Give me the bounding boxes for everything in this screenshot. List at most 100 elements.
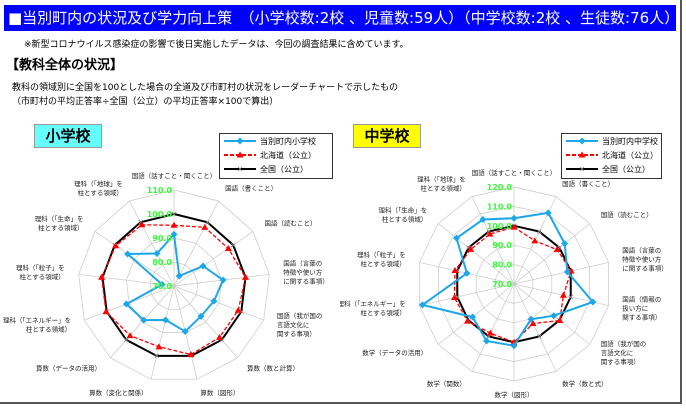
diamond-marker	[561, 240, 569, 248]
legend-item: 当別町内中学校	[562, 134, 661, 148]
grid-spoke	[173, 285, 264, 321]
diamond-marker	[124, 250, 132, 258]
triangle-marker	[463, 317, 471, 324]
axis-label: 国語（言葉の特徴や使い方に関する事項）	[283, 259, 329, 286]
grid-spoke	[471, 196, 515, 285]
diamond-marker	[469, 313, 477, 321]
axis-label-line: 柱とする領域）	[360, 308, 405, 317]
diamond-marker	[463, 269, 471, 277]
legend-item: 全国（公立）	[562, 162, 661, 176]
radar-svg: 国語（話すこと・聞くこと）国語（書くこと）国語（読むこと）国語（言葉の特徴や使い…	[3, 171, 329, 397]
grid-spoke	[94, 231, 175, 287]
axis-label: 国語（話すこと・聞くこと）	[472, 168, 557, 177]
axis-label: 国語（情報の扱い方に関する事項）	[622, 295, 661, 322]
axis-label: 算数（データの活用）	[36, 363, 101, 372]
axis-label-line: 柱とする領域）	[421, 183, 466, 192]
section-title: 【教科全体の状況】	[6, 58, 124, 73]
axis-label-line: 柱とする領域）	[19, 272, 64, 281]
series-diamond	[122, 230, 227, 335]
tick-label: 70.0	[152, 282, 172, 291]
axis-label: 国語（我が国の言語文化に関する事項）	[601, 339, 647, 366]
diamond-marker	[158, 281, 166, 289]
axis-label-line: 算数（数と計算）	[247, 363, 299, 372]
grid-spoke	[419, 283, 515, 306]
junior-high-radar-chart: 中学校 当別町内中学校北海道（公立）全国（公立） 国語（話すこと・聞くこと）国語…	[338, 118, 686, 403]
axis-label-line: 柱とする領域）	[26, 325, 71, 334]
series-diamond	[418, 209, 597, 350]
note-text: ※新型コロナウイルス感染症の影響で後日実施したデータは、今回の調査結果に含めてい…	[24, 40, 409, 50]
axis-label-line: 柱とする領域）	[38, 223, 83, 232]
triangle-marker	[559, 291, 567, 298]
axis-label: 数学（データの活用）	[362, 348, 427, 357]
axis-label-line: に関する事項）	[622, 263, 668, 272]
triangle-marker	[236, 151, 244, 158]
axis-label: 理科（「粒子」を柱とする領域）	[357, 250, 406, 268]
legend-item: 全国（公立）	[220, 162, 332, 176]
diamond-marker	[589, 298, 597, 306]
tick-label: 80.0	[492, 261, 512, 270]
tick-label: 110.0	[147, 186, 173, 195]
grid-spoke	[471, 283, 515, 372]
diamond-marker	[197, 312, 205, 320]
triangle-marker	[450, 294, 458, 301]
diamond-marker	[162, 316, 170, 324]
triangle-marker	[112, 242, 120, 249]
diamond-marker	[175, 272, 183, 280]
grid-spoke	[78, 274, 175, 287]
axis-label: 算数（図形）	[200, 388, 239, 397]
legend-label: 当別町内中学校	[602, 136, 658, 146]
axis-label-line: 関する事項）	[601, 357, 640, 366]
chart-title: 小学校	[34, 124, 102, 148]
triangle-marker	[553, 246, 561, 253]
triangle-marker	[216, 333, 224, 340]
axis-label: 数学（数と式）	[562, 379, 608, 388]
axis-label: 算数（変化と関係）	[89, 388, 148, 397]
legend-swatch	[224, 151, 256, 158]
triangle-marker	[467, 245, 475, 252]
axis-label-line: 理科（「生命」を	[35, 214, 84, 223]
page-title: ■当別町内の状況及び学力向上策 （小学校数:2校 、児童数:59人）（中学校数:…	[4, 5, 679, 31]
triangle-marker	[241, 273, 249, 280]
x-marker	[123, 337, 129, 343]
diamond-marker	[479, 216, 487, 224]
x-marker	[536, 334, 542, 339]
legend-label: 北海道（公立）	[260, 150, 316, 160]
triangle-marker	[187, 351, 195, 358]
triangle-marker	[98, 273, 106, 280]
triangle-marker	[155, 343, 163, 350]
tick-label: 90.0	[152, 234, 172, 243]
tick-label: 110.0	[487, 202, 513, 211]
series-line	[100, 224, 247, 356]
series-line	[453, 226, 572, 343]
elementary-radar-chart: 小学校 当別町内小学校北海道（公立） 全国（公立） 国語（話すこと・聞くこと） 国語…	[0, 118, 340, 403]
diamond-marker	[510, 342, 518, 350]
axis-label-line: 国語（書くこと）	[562, 179, 614, 188]
diamond-marker	[563, 268, 571, 276]
axis-label: 国語（我が国の言語文化に関する事項）	[277, 311, 323, 338]
axis-label: 数学（関数）	[427, 379, 466, 388]
grid-ring	[78, 189, 270, 380]
grid-spoke	[513, 283, 557, 372]
triangle-marker	[529, 320, 537, 327]
radar-svg: 国語（話すこと・聞くこと） 国語（書くこと） 国語（読むこと） 国語（言葉の特徴や使い…	[338, 168, 668, 399]
axis-label-line: 国語（情報の	[622, 295, 661, 304]
triangle-marker	[486, 329, 494, 336]
axis-label-line: 数学（データの活用）	[362, 348, 427, 357]
diamond-marker	[483, 337, 491, 345]
legend-label: 当別町内小学校	[260, 136, 316, 146]
x-marker	[230, 242, 236, 248]
axis-label-line: 国語（読むこと）	[601, 210, 653, 219]
axis-label: 国語（書くこと）	[225, 184, 277, 193]
legend-swatch	[566, 151, 598, 158]
axis-label-line: 国語（話すこと・聞くこと）	[132, 171, 217, 180]
x-marker	[536, 229, 542, 234]
legend-swatch	[566, 166, 598, 172]
axis-label-line: 国語（言葉の	[283, 259, 322, 268]
diamond-marker	[122, 300, 130, 308]
axis-label-line: 柱とする領域）	[382, 214, 427, 223]
diamond-marker	[210, 297, 218, 305]
axis-label: 国語（言葉の特徴や使い方に関する事項）	[622, 245, 668, 272]
legend-item: 当別町内小学校	[220, 134, 332, 148]
axis-label-line: 理科（「生命」を	[378, 205, 427, 214]
